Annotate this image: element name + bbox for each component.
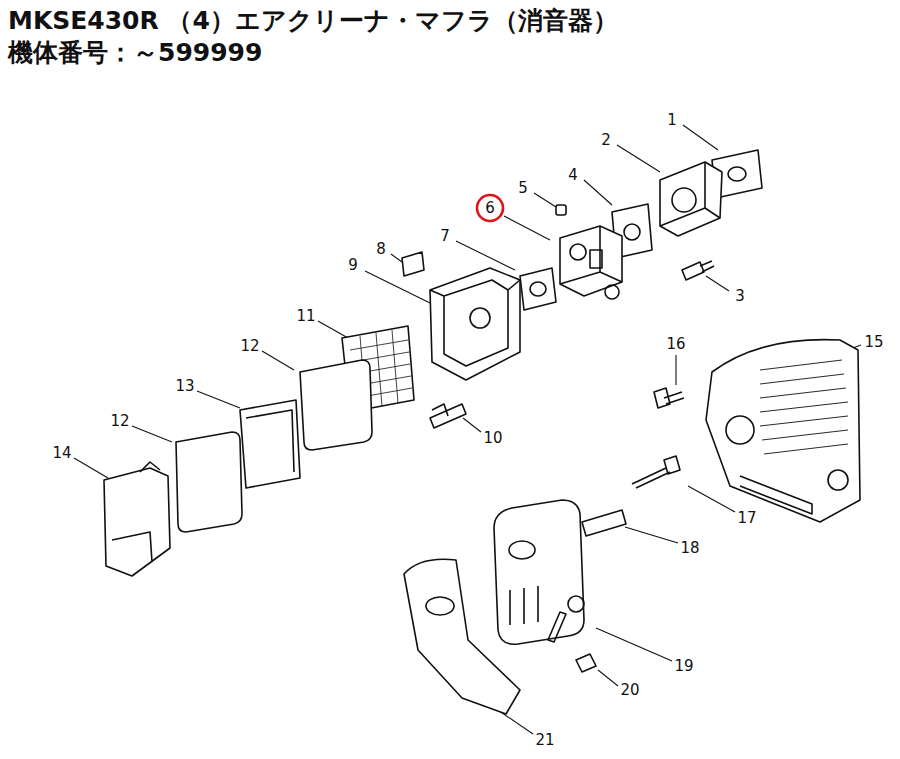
callout-number: 10 <box>483 430 502 447</box>
callout-number: 6 <box>485 200 495 217</box>
serial-range: 機体番号：～599999 <box>8 38 262 68</box>
callout-number: 18 <box>680 540 699 557</box>
callout-number: 19 <box>674 658 693 675</box>
callout-number: 17 <box>737 510 756 527</box>
callout-number: 2 <box>601 132 611 149</box>
callout-number: 16 <box>666 336 685 353</box>
callout-number: 15 <box>864 334 883 351</box>
callout-number: 14 <box>52 445 71 462</box>
diagram-title: MKSE430R （4）エアクリーナ・マフラ（消音器） <box>8 6 618 36</box>
callout-number: 12 <box>240 338 259 355</box>
callout-number: 12 <box>110 413 129 430</box>
callout-number: 11 <box>296 308 315 325</box>
callout-number: 9 <box>348 257 358 274</box>
callout-number: 4 <box>568 167 578 184</box>
callout-number: 1 <box>667 112 677 129</box>
callout-number: 21 <box>535 732 554 749</box>
callout-number: 3 <box>735 288 745 305</box>
callout-number: 7 <box>440 228 450 245</box>
callout-number: 20 <box>620 682 639 699</box>
callout-number: 5 <box>518 180 528 197</box>
callout-number: 13 <box>175 378 194 395</box>
callout-number: 8 <box>376 241 386 258</box>
